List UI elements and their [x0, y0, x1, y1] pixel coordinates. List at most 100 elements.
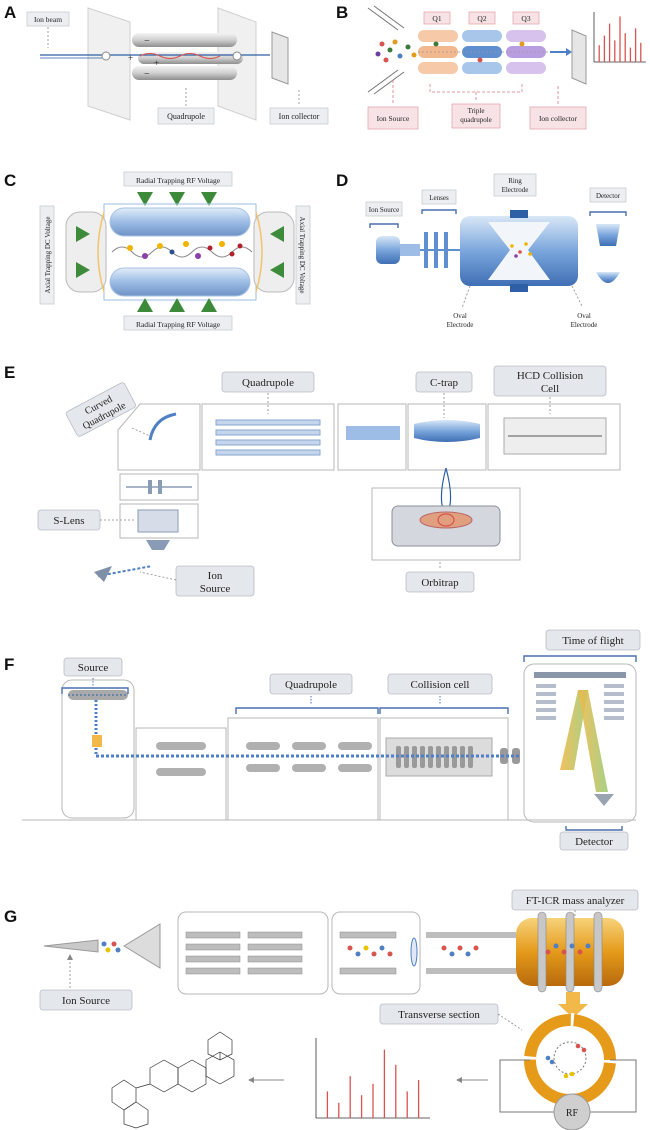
ions-transfer-g	[441, 945, 479, 957]
gate-lens	[410, 937, 418, 967]
q1-tag	[423, 11, 451, 25]
ion-collector-plate	[271, 31, 289, 85]
quad-e-rod-1	[215, 419, 321, 426]
q2-rod-c	[462, 62, 502, 74]
quadrupole-tag	[157, 107, 215, 125]
ion-cloud	[375, 39, 417, 63]
charge-minus-bottom: −	[144, 69, 150, 80]
transfer-frame	[337, 403, 407, 471]
lens-e-frame	[119, 473, 199, 501]
tof-flight-path-up	[560, 690, 588, 770]
exit-aperture	[232, 51, 242, 61]
green-arrows-bottom	[137, 298, 217, 312]
collision-cell-label: Collision cell	[411, 679, 470, 691]
radial-top-label: Radial Trapping RF Voltage	[136, 176, 221, 185]
ion-source-g-tag	[39, 989, 133, 1011]
panel-f: F	[4, 629, 641, 851]
q3-tag	[512, 11, 540, 25]
triple-label-2: quadrupole	[460, 116, 492, 124]
quad-e-rod-3	[215, 439, 321, 446]
c-trap	[414, 420, 480, 442]
reflectron-plates	[536, 684, 624, 720]
triple-quadrupole-tag	[451, 103, 501, 129]
charge-plus-right: +	[154, 58, 159, 68]
detector-top	[596, 224, 620, 246]
ions-collision-g	[347, 945, 393, 957]
curved-quad-frame	[117, 403, 201, 471]
ring-electrode-tag	[493, 173, 537, 197]
rf-label: RF	[566, 1108, 579, 1119]
detector-d-tag	[589, 187, 627, 203]
source-housing	[61, 679, 135, 819]
ctrap-tag	[415, 371, 473, 393]
panel-d: D Ion Source Lenses Ring Electrode Detec…	[336, 171, 627, 329]
green-arrows-side	[76, 226, 284, 278]
rf-rod-top	[109, 207, 251, 237]
source-slit-bottom	[367, 69, 405, 95]
green-arrows-top	[137, 192, 217, 206]
transverse-ring	[524, 1014, 616, 1106]
hcd-label-2: Cell	[541, 383, 559, 395]
axial-left-label: Axial Trapping DC Voltage	[44, 217, 52, 294]
detector-d-label: Detector	[596, 192, 621, 200]
down-arrow-stem	[566, 992, 580, 1004]
source-f-tag	[63, 657, 123, 677]
radial-bottom-label: Radial Trapping RF Voltage	[136, 320, 221, 329]
lenses-tag	[421, 189, 457, 205]
panel-b: B Q1 Q2 Q3	[336, 3, 646, 130]
quad-e-rod-2	[215, 429, 321, 436]
orbitrap-tag	[405, 571, 475, 593]
ring-label-2: Electrode	[502, 186, 529, 194]
ring-label-1: Ring	[508, 177, 522, 185]
hcd-frame	[487, 403, 621, 471]
charge-plus-left: +	[128, 53, 133, 63]
panel-c: C Radial Trapping RF Voltage	[4, 171, 311, 331]
ring-top	[510, 210, 528, 218]
panel-letter-e: E	[4, 363, 15, 382]
q1-rod-c	[418, 62, 458, 74]
ion-spray	[97, 565, 153, 577]
rf-source	[553, 1093, 591, 1130]
quadrupole-g-rods	[185, 931, 397, 975]
down-arrow-head	[558, 1004, 588, 1018]
curved-quadrupole	[148, 412, 177, 441]
orbitrap-spindle	[419, 511, 473, 529]
tof-label: Time of flight	[562, 635, 623, 647]
panel-g: G	[4, 889, 639, 1130]
oval-right-label-1: Oval	[577, 312, 591, 320]
radial-bottom-tag	[123, 315, 233, 331]
spectrum-b	[598, 16, 642, 62]
quadrupole-rod-bottom	[132, 66, 237, 80]
quadrupole-e-frame	[201, 403, 335, 471]
ion-source-d	[376, 236, 400, 264]
oval-right-label-2: Electrode	[571, 321, 598, 329]
slens-label: S-Lens	[53, 515, 84, 527]
q2-label: Q2	[477, 14, 486, 23]
ion-beam-label: Ion beam	[34, 15, 62, 24]
ion-source-b-tag	[367, 106, 419, 130]
detector-f-tag	[559, 831, 629, 851]
transfer-octopole	[346, 426, 400, 440]
transverse-label: Transverse section	[398, 1009, 480, 1021]
source-slit-top	[367, 5, 405, 31]
ion-source-e	[94, 566, 112, 582]
ion-source-d-tag	[365, 201, 403, 217]
collision-cell-tag	[387, 673, 493, 695]
end-cap-left	[65, 211, 107, 293]
trapped-ions	[127, 241, 243, 259]
panel-letter-d: D	[336, 171, 348, 190]
q2-rod-a	[462, 30, 502, 42]
ion-source-b-label: Ion Source	[377, 114, 410, 123]
ion-collector-label: Ion collector	[279, 112, 320, 121]
panel-letter-c: C	[4, 171, 16, 190]
reflectron-top	[534, 672, 626, 678]
ion-collector-b-label: Ion collector	[539, 114, 578, 123]
panel-letter-b: B	[336, 3, 348, 22]
tof-flight-path-down	[578, 690, 608, 792]
detector-f-label: Detector	[575, 836, 613, 848]
panel-letter-g: G	[4, 907, 17, 926]
s-lens	[137, 509, 179, 533]
q3-rod-a	[506, 30, 546, 42]
axial-right-label: Axial Trapping DC Voltage	[298, 217, 306, 294]
panel-e: E Curved Quadrupole	[4, 363, 621, 597]
